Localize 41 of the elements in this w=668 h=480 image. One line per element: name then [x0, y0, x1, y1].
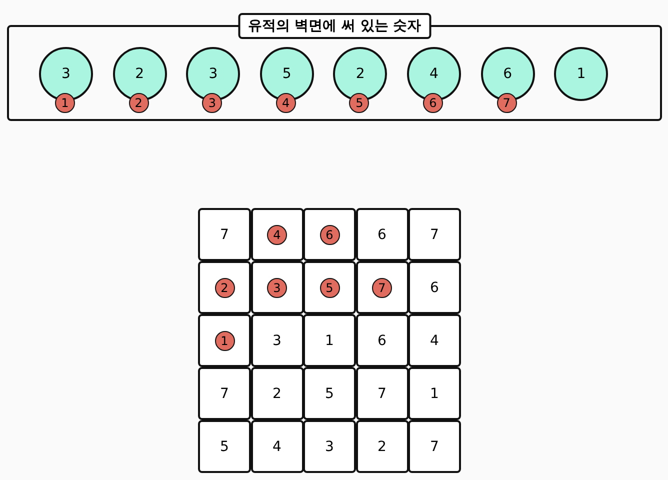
number-badge: 6: [320, 224, 340, 244]
grid-cell: [250, 208, 304, 261]
number-badge: 1: [214, 330, 234, 350]
grid-cell: 7: [198, 367, 251, 420]
grid-cell: 7: [408, 208, 461, 261]
grid-cell: 5: [303, 367, 356, 420]
number-badge: 5: [320, 278, 340, 298]
grid-cell: 1: [303, 314, 356, 367]
number-badge: 2: [214, 278, 234, 298]
grid-cell: 6: [408, 261, 461, 314]
grid-cell: [303, 261, 356, 314]
grid-cell: [198, 314, 251, 367]
number-badge: 2: [128, 93, 149, 113]
grid-cell: 7: [356, 367, 408, 420]
number-badge: 5: [349, 93, 370, 113]
grid-cell: 7: [198, 208, 251, 261]
number-badge: 7: [372, 278, 392, 298]
grid-cell: 6: [356, 208, 408, 261]
grid-cell: [356, 261, 408, 314]
grid-cell: 6: [356, 314, 408, 367]
grid-cell: 3: [250, 314, 304, 367]
grid-cell: 4: [408, 314, 461, 367]
number-badge: 3: [202, 93, 222, 113]
number-badge: 6: [423, 93, 443, 113]
grid-cell: [250, 261, 304, 314]
number-badge: 4: [267, 224, 287, 244]
number-badge: 1: [55, 93, 75, 113]
grid-cell: [303, 208, 356, 261]
circle-node: 1: [554, 47, 608, 101]
grid-cell: 2: [250, 367, 304, 420]
grid-cell: 7: [408, 420, 461, 473]
grid-cell: [198, 261, 251, 314]
number-badge: 7: [496, 93, 517, 113]
grid-cell: 1: [408, 367, 461, 420]
number-badge: 3: [267, 278, 287, 298]
number-badge: 4: [276, 93, 296, 113]
grid-cell: 4: [250, 420, 304, 473]
grid-cell: 5: [198, 420, 251, 473]
panel-title: 유적의 벽면에 써 있는 숫자: [238, 13, 432, 39]
grid-cell: 2: [356, 420, 408, 473]
grid-cell: 3: [303, 420, 356, 473]
